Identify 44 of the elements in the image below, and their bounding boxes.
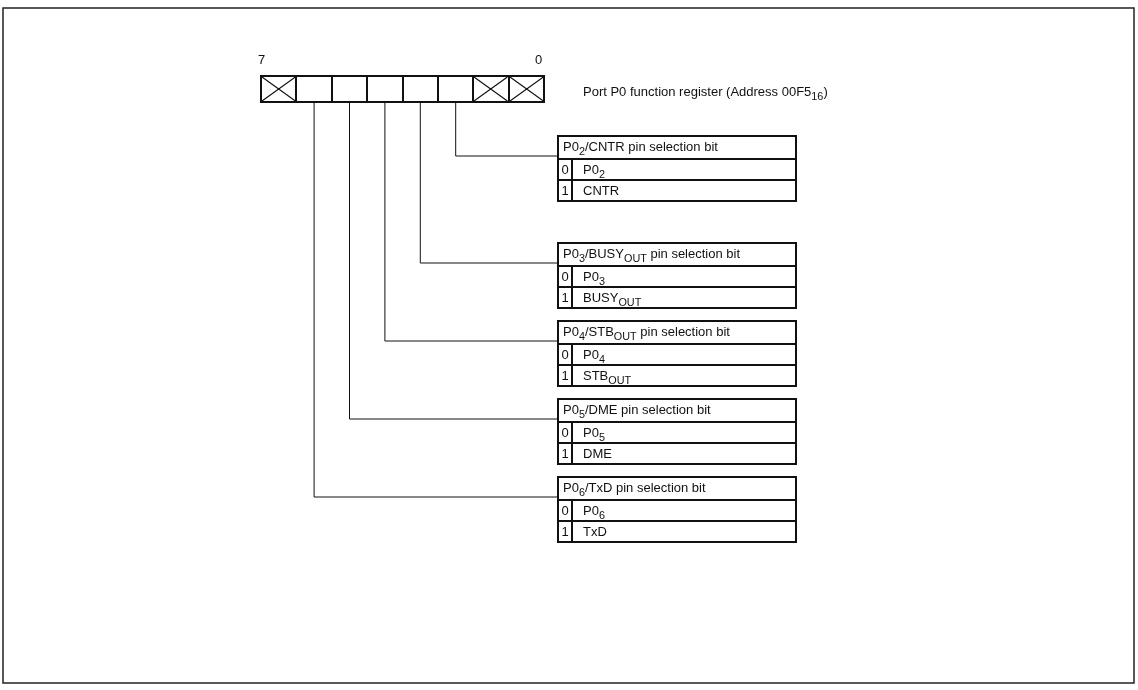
- pin-function: CNTR: [582, 182, 620, 200]
- bit-value: 1: [559, 366, 573, 385]
- pin-function: P0$_{6}$: [582, 502, 605, 520]
- pin-function: DME: [582, 445, 612, 463]
- pin-function: STB$_{OUT}$: [582, 367, 632, 385]
- pin-function: TxD: [582, 523, 607, 541]
- table-header: P0$_{3}$/BUSY$_{OUT}$ pin selection bit: [562, 245, 742, 265]
- register-name: Port P0 function register (Address 00F5$_{16}$): [583, 84, 828, 102]
- bit-value: 1: [559, 444, 573, 463]
- pin-function: P0$_{5}$: [582, 424, 605, 442]
- register-bit-cell: [295, 75, 333, 103]
- table-header: P0$_{6}$/TxD pin selection bit: [562, 479, 707, 499]
- unused-bit-cell: [260, 75, 298, 103]
- unused-bit-cell: [472, 75, 510, 103]
- connector-line: [384, 102, 558, 342]
- pin-function: P0$_{2}$: [582, 161, 605, 179]
- bit-value: 0: [559, 423, 573, 442]
- bit-selection-table: [557, 398, 797, 465]
- unused-bit-cell: [507, 75, 546, 103]
- bit-value: 0: [559, 160, 573, 179]
- bit-number: 7: [258, 52, 266, 67]
- bit-value: 0: [559, 267, 573, 286]
- table-header: P0$_{5}$/DME pin selection bit: [562, 401, 712, 421]
- register-bit-cell: [437, 75, 475, 103]
- connector-line: [419, 102, 558, 264]
- bit-number: 0: [535, 52, 543, 67]
- bit-selection-table: [557, 242, 797, 309]
- register-bit-cell: [366, 75, 404, 103]
- connector-line: [313, 102, 558, 498]
- bit-value: 0: [559, 501, 573, 520]
- bit-value: 0: [559, 345, 573, 364]
- table-header: P0$_{2}$/CNTR pin selection bit: [562, 138, 719, 158]
- bit-value: 1: [559, 181, 573, 200]
- table-header: P0$_{4}$/STB$_{OUT}$ pin selection bit: [562, 323, 731, 343]
- connector-line: [349, 102, 558, 420]
- bit-selection-table: [557, 476, 797, 543]
- bit-value: 1: [559, 288, 573, 307]
- connector-line: [455, 102, 558, 157]
- pin-function: P0$_{3}$: [582, 268, 605, 286]
- bit-selection-table: [557, 320, 797, 387]
- pin-function: P0$_{4}$: [582, 346, 605, 364]
- bit-value: 1: [559, 522, 573, 541]
- pin-function: BUSY$_{OUT}$: [582, 289, 642, 307]
- bit-selection-table: [557, 135, 797, 202]
